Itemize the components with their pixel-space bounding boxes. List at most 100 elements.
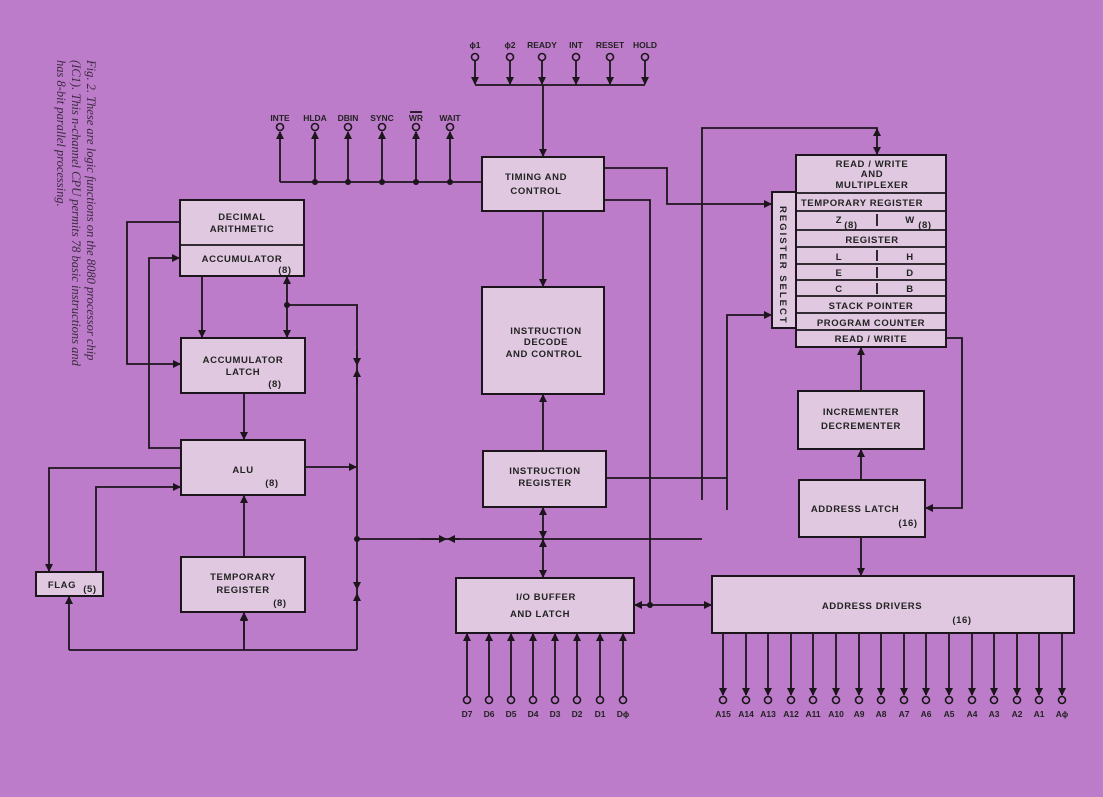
address-pin-label: A12 — [783, 709, 799, 719]
pin-circle — [808, 695, 818, 705]
decode-label-3: AND CONTROL — [506, 349, 583, 360]
address-pin-label: A15 — [715, 709, 731, 719]
pin-circle — [1012, 695, 1022, 705]
instruction-decode-block: INSTRUCTION DECODE AND CONTROL — [481, 286, 605, 395]
address-drivers-block: ADDRESS DRIVERS (16) — [711, 575, 1075, 634]
address-pin-label: A2 — [1012, 709, 1023, 719]
pin-circle — [377, 122, 387, 132]
temp-reg-bits: (8) — [273, 598, 286, 609]
pin-label-1: ϕ1 — [469, 40, 480, 50]
pin-circle — [921, 695, 931, 705]
rw-mux-label-3: MULTIPLEXER — [836, 180, 909, 191]
ir-label-2: REGISTER — [518, 478, 571, 489]
pin-circle — [854, 695, 864, 705]
pin-circle — [967, 695, 977, 705]
address-latch-block: ADDRESS LATCH (16) — [798, 479, 926, 538]
decimal-arithmetic-block: DECIMAL ARITHMETIC ACCUMULATOR (8) — [179, 199, 305, 277]
register-c: C — [835, 284, 842, 295]
wire — [726, 311, 772, 510]
pin-circle — [786, 695, 796, 705]
alu-block: ALU (8) — [180, 439, 306, 496]
data-pin-label: D1 — [595, 709, 606, 719]
accumulator-label: ACCUMULATOR — [202, 254, 283, 265]
pin-circle — [944, 695, 954, 705]
pin-circle — [605, 52, 615, 62]
alu-bits: (8) — [265, 478, 278, 489]
wire — [45, 467, 180, 572]
pin-circle — [595, 695, 605, 705]
pin-circle — [831, 695, 841, 705]
pin-circle — [343, 122, 353, 132]
address-pin-label: A14 — [738, 709, 754, 719]
ir-label-1: INSTRUCTION — [509, 466, 581, 477]
junction-dot — [647, 602, 653, 608]
temporary-register-block: TEMPORARY REGISTER (8) — [180, 556, 306, 613]
pin-circle — [876, 695, 886, 705]
data-pin-label: Dϕ — [617, 709, 630, 719]
temp-reg-label-1: TEMPORARY — [210, 572, 276, 583]
stack-pointer-row: STACK POINTER — [829, 301, 914, 312]
pin-circle — [640, 52, 650, 62]
data-pin-label: D6 — [484, 709, 495, 719]
pin-label-wait: WAIT — [439, 113, 461, 123]
flag-bits: (5) — [83, 584, 96, 595]
addr-drivers-bits: (16) — [952, 615, 971, 626]
w-register: W — [905, 215, 915, 226]
rw-footer-row: READ / WRITE — [835, 334, 908, 345]
pin-circle — [741, 695, 751, 705]
pin-circle — [899, 695, 909, 705]
pin-circle — [310, 122, 320, 132]
pin-label-reset: RESET — [596, 40, 625, 50]
io-label-1: I/O BUFFER — [516, 592, 576, 603]
data-pin-label: D5 — [506, 709, 517, 719]
pin-circle — [462, 695, 472, 705]
pin-circle — [445, 122, 455, 132]
wire — [148, 254, 180, 449]
w-bits: (8) — [918, 220, 931, 231]
decode-label-2: DECODE — [524, 337, 568, 348]
register-h: H — [906, 252, 913, 263]
data-pin-label: D4 — [528, 709, 539, 719]
pin-label-hold: HOLD — [633, 40, 657, 50]
rw-mux-label-2: AND — [861, 169, 883, 180]
register-b: B — [906, 284, 913, 295]
pin-label-wr: WR — [409, 113, 423, 123]
pin-label-hlda: HLDA — [303, 113, 327, 123]
address-pin-label: A11 — [805, 709, 820, 719]
pin-label-sync: SYNC — [370, 113, 394, 123]
io-label-2: AND LATCH — [510, 609, 570, 620]
pin-label-ready: READY — [527, 40, 557, 50]
pin-circle — [275, 122, 285, 132]
address-pin-label: A7 — [899, 709, 910, 719]
pin-circle — [550, 695, 560, 705]
pin-circle — [1057, 695, 1067, 705]
accumulator-latch-block: ACCUMULATOR LATCH (8) — [180, 337, 306, 394]
address-pin-label: A4 — [967, 709, 978, 719]
data-pin-label: D3 — [550, 709, 561, 719]
addr-drivers-label: ADDRESS DRIVERS — [822, 601, 922, 612]
addr-latch-bits: (16) — [898, 518, 917, 529]
timing-label-1: TIMING AND — [505, 172, 567, 183]
decimal-label-2: ARITHMETIC — [210, 224, 275, 235]
acc-latch-label-2: LATCH — [226, 367, 260, 378]
address-pin-label: A10 — [828, 709, 844, 719]
wire — [287, 304, 358, 650]
inc-label-1: INCREMENTER — [823, 407, 899, 418]
z-register: Z — [836, 215, 842, 226]
acc-latch-label-1: ACCUMULATOR — [203, 355, 284, 366]
address-pin-label: A3 — [989, 709, 1000, 719]
pin-circle — [763, 695, 773, 705]
register-row: REGISTER — [845, 235, 898, 246]
pin-circle — [537, 52, 547, 62]
pin-label-inte: INTE — [270, 113, 290, 123]
pin-circle — [411, 122, 421, 132]
alu-label: ALU — [232, 465, 253, 476]
pin-circle — [571, 52, 581, 62]
flag-block: FLAG (5) — [35, 571, 104, 597]
wire — [925, 337, 963, 512]
pin-circle — [506, 695, 516, 705]
temp-reg-label-2: REGISTER — [216, 585, 269, 596]
pin-circle — [528, 695, 538, 705]
